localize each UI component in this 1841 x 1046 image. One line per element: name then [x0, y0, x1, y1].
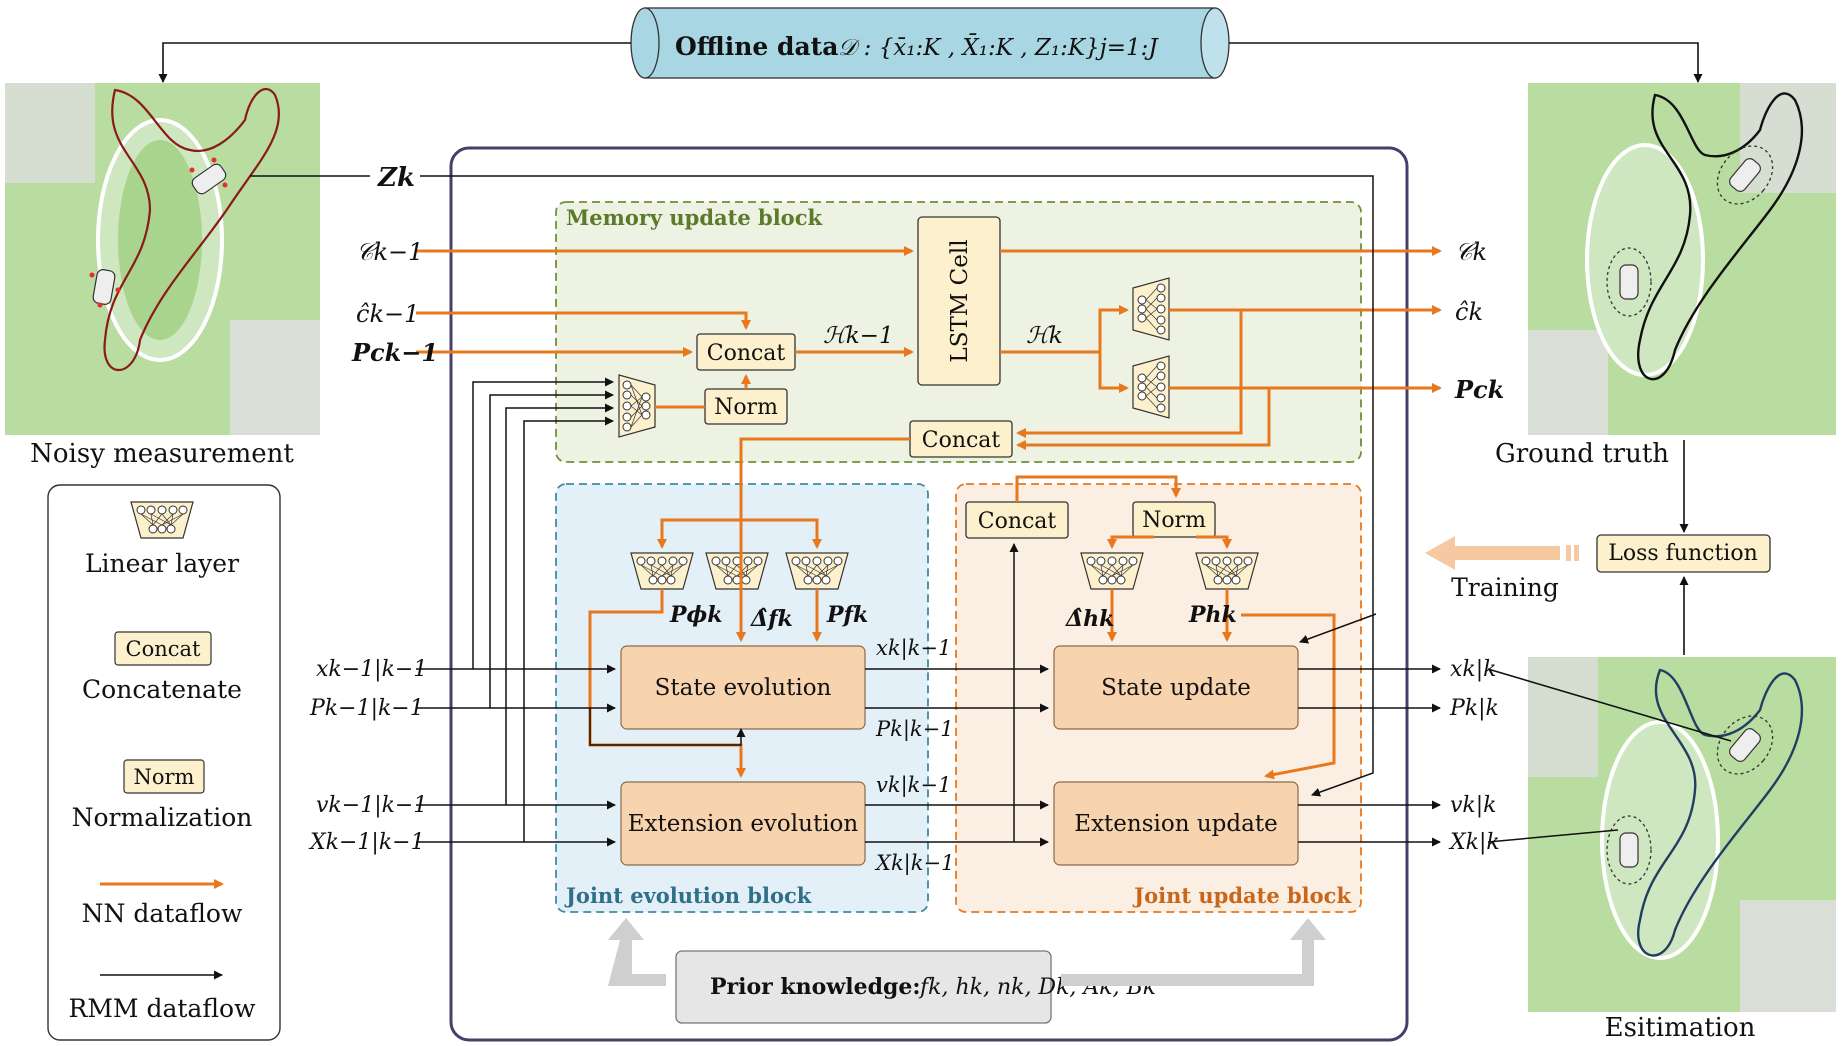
h-k-label: ℋk: [1026, 323, 1063, 349]
linear-layer-icon: [130, 501, 194, 539]
noisy-measurement-caption: Noisy measurement: [30, 439, 294, 469]
linear-layer-delta-f: [705, 552, 769, 590]
x-prev-label: xk−1|k−1: [316, 657, 427, 682]
z-k-label: Zk: [377, 163, 415, 193]
X-pred-label: Xk|k−1: [874, 851, 954, 876]
legend-linear-layer: Linear layer: [85, 549, 239, 578]
linear-layer-pc-output: [1132, 355, 1170, 419]
p-h-label: Phk: [1188, 602, 1237, 628]
truth-car-icon-1: [1619, 264, 1639, 300]
joint-update-block-label: Joint update block: [1132, 883, 1351, 908]
loss-function-label: Loss function: [1608, 541, 1758, 566]
norm-update-label: Norm: [1142, 508, 1206, 533]
estimation-map: [1528, 657, 1836, 1012]
legend-concat-box: Concat: [126, 637, 202, 661]
linear-layer-norm-input: [618, 374, 656, 438]
ground-truth-map: [1528, 83, 1836, 435]
offline-data-label: Offline data: [675, 32, 838, 61]
chat-k-label: ĉk: [1455, 298, 1483, 326]
estimation-car-icon-2: [1729, 728, 1761, 762]
offline-data-cylinder: Offline data 𝒟 : {x̄₁:K , X̄₁:K , Z₁:K}j…: [630, 7, 1230, 79]
v-prev-label: vk−1|k−1: [316, 793, 427, 818]
linear-layer-delta-h: [1080, 552, 1144, 590]
norm-top-label: Norm: [714, 395, 778, 420]
prior-knowledge-label: Prior knowledge:: [710, 974, 921, 1000]
extension-update-box: [1053, 781, 1299, 866]
estimation-caption: Esitimation: [1605, 1013, 1756, 1043]
training-arrow-icon: [1425, 536, 1579, 570]
linear-layer-chat-output: [1132, 277, 1170, 341]
delta-h-label: Δ̂hk: [1065, 606, 1114, 632]
norm-update-box: [1132, 501, 1216, 538]
rmm-dataflow-arrows: [250, 175, 1732, 847]
legend-rmm-dataflow: RMM dataflow: [69, 994, 257, 1023]
p-pred-label: Pk|k−1: [875, 717, 954, 742]
linear-layer-p-h: [1195, 552, 1259, 590]
estimation-car-icon-1: [1619, 832, 1639, 868]
legend-nn-dataflow: NN dataflow: [82, 899, 243, 928]
legend: Linear layer Concat Concatenate Norm Nor…: [47, 484, 281, 1041]
x-pred-label: xk|k−1: [876, 636, 951, 661]
X-post-label: Xk|k: [1448, 830, 1500, 855]
concat-update-label: Concat: [978, 509, 1057, 534]
p-f-label: Pfk: [826, 602, 868, 628]
joint-evolution-block-label: Joint evolution block: [564, 883, 812, 908]
ground-truth-caption: Ground truth: [1495, 439, 1669, 469]
truth-car-icon-2: [1729, 158, 1761, 192]
v-post-label: vk|k: [1450, 793, 1497, 818]
legend-concatenate: Concatenate: [82, 675, 242, 704]
nn-dataflow-arrows: [416, 246, 1442, 780]
offline-data-math: 𝒟 : {x̄₁:K , X̄₁:K , Z₁:K}j=1:J: [838, 34, 1159, 61]
linear-layer-p-f: [785, 552, 849, 590]
extension-evolution-box: [620, 781, 866, 866]
noisy-measurement-map: [5, 83, 320, 435]
lstm-cell-label: LSTM Cell: [947, 239, 973, 362]
extension-update-label: Extension update: [1074, 811, 1277, 837]
v-pred-label: vk|k−1: [876, 773, 951, 798]
chat-km1-label: ĉk−1: [356, 300, 419, 328]
noisy-car-icon-2: [191, 163, 227, 195]
offline-to-noisy-arrow: [158, 42, 631, 83]
state-update-label: State update: [1101, 675, 1251, 701]
legend-norm-box: Norm: [134, 765, 195, 789]
memory-update-block-label: Memory update block: [566, 205, 822, 230]
extension-evolution-label: Extension evolution: [628, 811, 859, 837]
p-post-label: Pk|k: [1449, 696, 1499, 721]
c-km1-label: 𝒞k−1: [356, 238, 423, 266]
x-post-label: xk|k: [1450, 657, 1496, 682]
lstm-cell-box: [917, 216, 1001, 386]
c-k-label: 𝒞k: [1455, 238, 1487, 266]
loss-function-box: [1596, 534, 1771, 573]
p-phi-label: Pϕk: [669, 602, 723, 628]
h-km1-label: ℋk−1: [823, 323, 894, 349]
p-prev-label: Pk−1|k−1: [309, 696, 424, 721]
prior-knowledge-box: Prior knowledge: fk, hk, nk, Dk, Ak, Bk: [608, 918, 1326, 1024]
state-update-box: [1053, 645, 1299, 730]
concat-mid-label: Concat: [922, 428, 1001, 453]
concat-top-label: Concat: [707, 341, 786, 366]
pc-km1-label: Pck−1: [351, 338, 438, 367]
delta-f-label: Δ̂fk: [750, 606, 793, 632]
training-label: Training: [1451, 573, 1559, 602]
linear-layer-p-phi: [630, 552, 694, 590]
state-evolution-label: State evolution: [655, 675, 832, 701]
X-prev-label: Xk−1|k−1: [308, 830, 425, 855]
pc-k-label: Pck: [1454, 375, 1504, 404]
legend-normalization: Normalization: [72, 803, 253, 832]
offline-to-groundtruth-arrow: [1229, 42, 1703, 83]
